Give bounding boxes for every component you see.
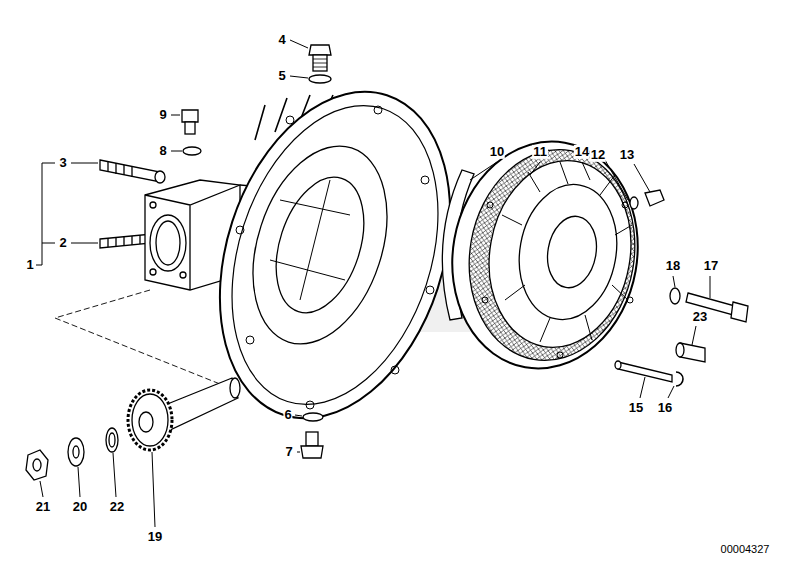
callout-number: 18 bbox=[665, 259, 681, 273]
callout-number: 1 bbox=[25, 258, 34, 272]
callout-number: 21 bbox=[35, 500, 51, 514]
callout-number: 19 bbox=[147, 530, 163, 544]
callout-number: 8 bbox=[158, 144, 167, 158]
callout-number: 11 bbox=[532, 145, 548, 159]
callout-number: 17 bbox=[703, 259, 719, 273]
callout-number: 12 bbox=[590, 148, 606, 162]
callout-number: 15 bbox=[628, 401, 644, 415]
callout-number: 7 bbox=[284, 445, 293, 459]
callout-number: 13 bbox=[619, 148, 635, 162]
callout-number: 22 bbox=[109, 500, 125, 514]
callout-number: 4 bbox=[277, 33, 286, 47]
callout-number: 10 bbox=[489, 145, 505, 159]
callout-number: 3 bbox=[58, 156, 67, 170]
callout-number: 14 bbox=[574, 145, 590, 159]
callout-number: 6 bbox=[283, 408, 292, 422]
callout-number: 2 bbox=[58, 236, 67, 250]
drawing-number: 00004327 bbox=[720, 543, 771, 555]
callout-number: 5 bbox=[277, 69, 286, 83]
callout-number: 23 bbox=[692, 310, 708, 324]
callout-number: 16 bbox=[657, 401, 673, 415]
callout-number: 9 bbox=[158, 108, 167, 122]
callout-number: 20 bbox=[72, 500, 88, 514]
